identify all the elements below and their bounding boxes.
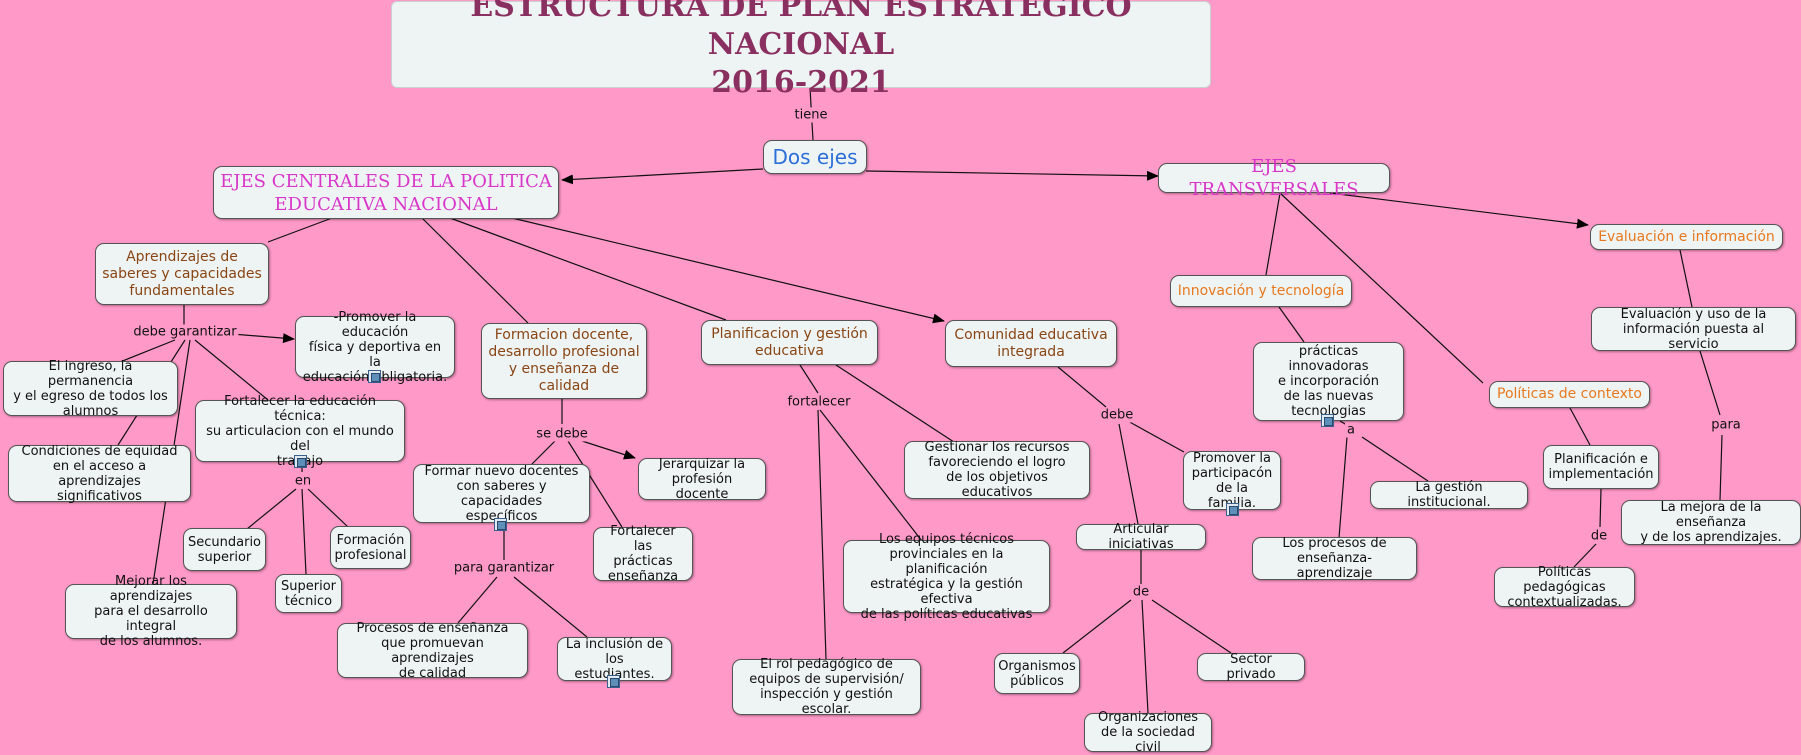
link-debe-garantizar: debe garantizar xyxy=(131,324,239,340)
ejes-transversales-node[interactable]: EJES TRANSVERSALES xyxy=(1158,156,1390,200)
formar-docentes-node[interactable]: Formar nuevo docentes con saberes y capa… xyxy=(413,464,590,524)
mejorar-aprendizajes-node[interactable]: Mejorar los aprendizajes para el desarro… xyxy=(65,574,237,649)
planificacion-gestion-node[interactable]: Planificacion y gestión educativa xyxy=(701,320,878,365)
gestionar-recursos-node[interactable]: Gestionar los recursos favoreciendo el l… xyxy=(904,440,1090,500)
fortalecer-practicas-node[interactable]: Fortalecer las prácticas enseñanza xyxy=(593,524,693,584)
link-debe: debe xyxy=(1098,407,1136,423)
formacion-profesional-node[interactable]: Formación profesional xyxy=(330,526,411,569)
link-en: en xyxy=(292,473,314,489)
image-icon[interactable] xyxy=(494,518,507,531)
link-para: para xyxy=(1709,417,1743,433)
promover-educacion-fisica-node[interactable]: -Promover la educación física y deportiv… xyxy=(295,310,455,385)
organismos-publicos-node[interactable]: Organismos públicos xyxy=(994,653,1080,694)
organizaciones-sociedad-civil-node[interactable]: Organizaciones de la sociedad civil xyxy=(1084,710,1212,755)
link-tiene: tiene xyxy=(792,107,830,123)
gestion-institucional-node[interactable]: La gestión institucional. xyxy=(1370,480,1528,510)
planificacion-implementacion-node[interactable]: Planificación e implementación xyxy=(1543,445,1659,489)
link-fortalecer: fortalecer xyxy=(785,394,853,410)
link-se-debe: se debe xyxy=(534,426,590,442)
link-de-articular: de xyxy=(1130,584,1152,600)
image-icon[interactable] xyxy=(294,455,307,468)
ingreso-permanencia-node[interactable]: El ingreso, la permanencia y el egreso d… xyxy=(3,359,178,419)
map-title: ESTRUCTURA DE PLAN ESTRATEGICO NACIONAL … xyxy=(391,0,1211,100)
mejora-ensenanza-node[interactable]: La mejora de la enseñanza y de los apren… xyxy=(1621,500,1801,545)
inclusion-node[interactable]: La inclusión de los estudiantes. xyxy=(557,637,672,682)
link-a: a xyxy=(1345,422,1357,438)
condiciones-equidad-node[interactable]: Condiciones de equidad en el acceso a ap… xyxy=(8,444,191,504)
link-de-planificacion: de xyxy=(1588,528,1610,544)
articular-iniciativas-node[interactable]: Articular iniciativas xyxy=(1076,522,1206,552)
ejes-centrales-node[interactable]: EJES CENTRALES DE LA POLITICA EDUCATIVA … xyxy=(213,166,559,219)
secundario-superior-node[interactable]: Secundario superior xyxy=(183,528,266,571)
procesos-ensenanza-node[interactable]: Los procesos de enseñanza- aprendizaje xyxy=(1252,536,1417,581)
image-icon[interactable] xyxy=(1226,503,1239,516)
aprendizajes-node[interactable]: Aprendizajes de saberes y capacidades fu… xyxy=(95,243,269,305)
image-icon[interactable] xyxy=(607,675,620,688)
superior-tecnico-node[interactable]: Superior técnico xyxy=(275,574,342,613)
dos-ejes-node[interactable]: Dos ejes xyxy=(763,140,867,174)
fortalecer-tecnica-node[interactable]: Fortalecer la educación técnica: su arti… xyxy=(195,394,405,469)
jerarquizar-node[interactable]: Jerarquizar la profesión docente xyxy=(638,457,766,502)
document-icon[interactable] xyxy=(368,370,381,383)
sector-privado-node[interactable]: Sector privado xyxy=(1197,652,1305,682)
evaluacion-informacion-node[interactable]: Evaluación e información xyxy=(1590,224,1783,250)
document-icon[interactable] xyxy=(1321,414,1334,427)
promover-participacion-node[interactable]: Promover la participacón de la familia. xyxy=(1183,451,1281,511)
procesos-calidad-node[interactable]: Procesos de enseñanza que promuevan apre… xyxy=(337,621,528,681)
equipos-tecnicos-node[interactable]: Los equipos técnicos provinciales en la … xyxy=(843,532,1050,622)
link-para-garantizar: para garantizar xyxy=(451,560,557,576)
innovacion-tecnologia-node[interactable]: Innovación y tecnología xyxy=(1170,275,1352,307)
practicas-innovadoras-node[interactable]: prácticas innovadoras e incorporación de… xyxy=(1253,342,1404,421)
formacion-docente-node[interactable]: Formacion docente, desarrollo profesiona… xyxy=(481,323,647,399)
politicas-pedagogicas-node[interactable]: Políticas pedagógicas contextualizadas. xyxy=(1494,565,1635,610)
evaluacion-uso-node[interactable]: Evaluación y uso de la información puest… xyxy=(1591,307,1796,352)
comunidad-educativa-node[interactable]: Comunidad educativa integrada xyxy=(945,320,1117,367)
politicas-contexto-node[interactable]: Políticas de contexto xyxy=(1489,381,1650,408)
rol-pedagogico-node[interactable]: El rol pedagógico de equipos de supervis… xyxy=(732,657,921,717)
